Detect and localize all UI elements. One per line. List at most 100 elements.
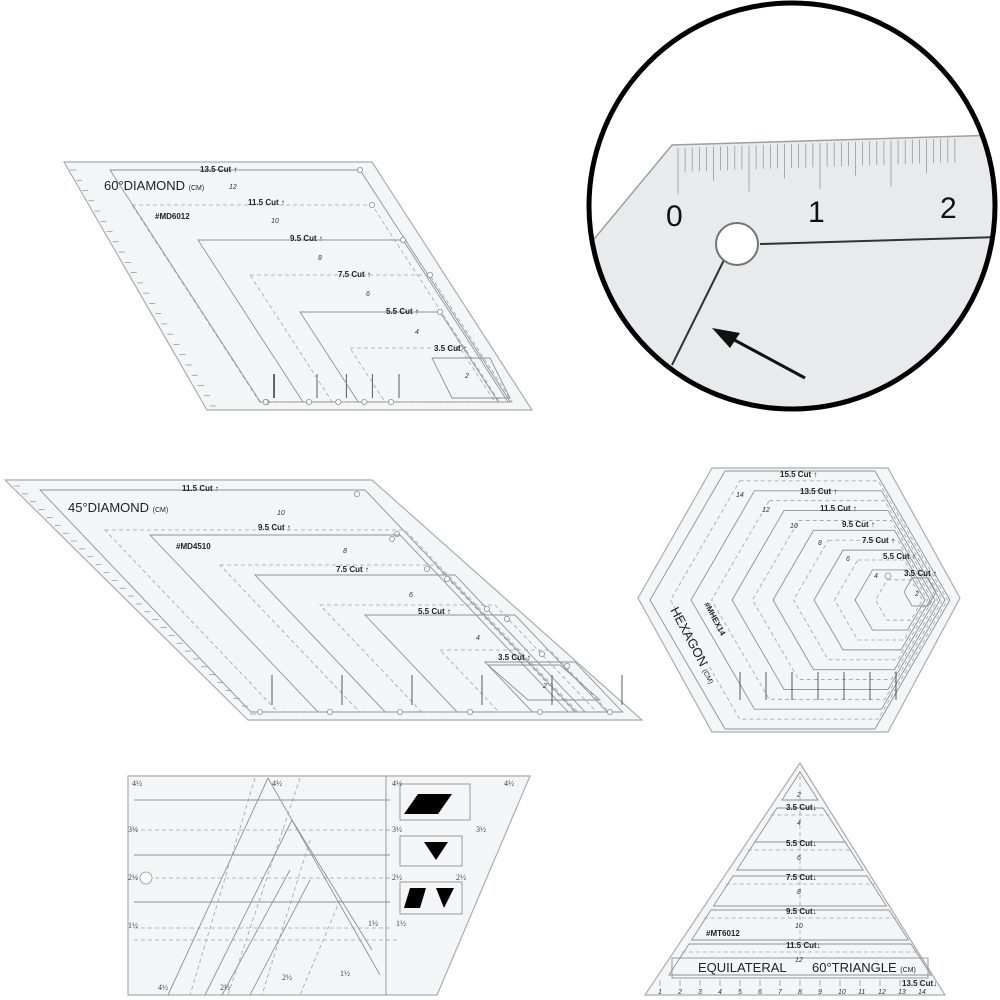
tri-scale-num-7: 7 (778, 989, 783, 996)
tri-cut-3: 7.5 Cut↓ (786, 873, 817, 882)
trap-frac-6: 3½ (392, 825, 402, 834)
trap-diag-6 (221, 869, 291, 996)
tri-scale-num-6: 6 (758, 989, 762, 996)
d60-hole-b-5 (361, 398, 368, 405)
d60-hole-4 (426, 271, 433, 278)
hex-smallest (903, 577, 937, 607)
d45-hole-5 (443, 576, 450, 583)
tri-num-4: 8 (797, 889, 801, 896)
trap-frac-15: 2½ (220, 983, 230, 992)
trap-frac-13: 1½ (396, 919, 406, 928)
trap-swatch-1 (399, 783, 471, 821)
d60-hole-b-6 (387, 398, 394, 405)
tri-scale-num-3: 3 (698, 989, 702, 996)
tri-scale-num-5: 5 (738, 989, 742, 996)
trap-frac-17: 1½ (340, 969, 350, 978)
tri-band-2 (735, 841, 865, 871)
trap-frac-3: 4½ (392, 779, 402, 788)
trap-diag-4 (267, 777, 381, 976)
d45-hole-b-6 (607, 709, 614, 716)
d60-hole-b-4 (335, 398, 342, 405)
hex-cut-2: 13.5 Cut ↑ (800, 487, 837, 496)
d45-hole-b-5 (537, 709, 544, 716)
trap-frac-11: 1½ (128, 921, 138, 930)
d45-hole-b-2 (326, 709, 333, 716)
tri-num-5: 10 (795, 923, 803, 930)
d45-num-4: 4 (476, 635, 480, 642)
tri-scale-num-4: 4 (718, 989, 722, 996)
diamond-45-ruler: 45°DIAMOND (CM) #MD4510 11.5 Cut ↑ 9.5 C… (3, 479, 644, 721)
trap-frac-7: 3½ (476, 825, 486, 834)
trap-frac-16: 2½ (282, 973, 292, 982)
hex-outline-8 (793, 539, 933, 661)
d45-cut-5: 3.5 Cut ↑ (498, 653, 531, 662)
trap-frac-12: 1½ (368, 919, 378, 928)
diamond-45-model: #MD4510 (176, 542, 211, 551)
tri-cut-2: 5.5 Cut↓ (786, 839, 817, 848)
hex-cut-7: 3.5 Cut ↑ (904, 569, 937, 578)
trap-diag-1 (167, 777, 269, 996)
tri-scale-num-11: 11 (858, 989, 865, 996)
tri-cut-4: 9.5 Cut↓ (786, 907, 817, 916)
hex-cut-4: 9.5 Cut ↑ (842, 520, 875, 529)
black-triangle-icon (424, 842, 448, 860)
trap-diag-dash-2 (227, 777, 301, 996)
tri-scale-num-10: 10 (838, 989, 846, 996)
tri-band-4 (690, 909, 910, 941)
hex-cut-1: 15.5 Cut ↑ (780, 470, 817, 479)
hex-num-1: 14 (736, 492, 744, 499)
diamond-60-title: 60°DIAMOND (CM) (104, 178, 204, 193)
d45-hole-b-3 (396, 709, 403, 716)
d45-hole-b-1 (256, 709, 263, 716)
black-halfsquare-icon-2 (436, 888, 454, 908)
hex-outline-3 (690, 490, 946, 710)
trap-diag-dash-4 (299, 899, 341, 996)
diamond-45-title: 45°DIAMOND (CM) (68, 500, 168, 515)
hex-outline-9 (813, 549, 931, 651)
d45-cut-1: 11.5 Cut ↑ (182, 484, 219, 493)
hex-num-5: 6 (846, 556, 850, 563)
tri-band-3 (712, 875, 888, 907)
tri-cut-5: 11.5 Cut↓ (786, 941, 821, 950)
tri-scale-num-1: 1 (658, 989, 662, 996)
hex-num-7: 2 (914, 591, 919, 598)
tri-scale-num-12: 12 (878, 989, 886, 996)
d45-num-5: 2 (542, 683, 547, 690)
hex-cut-6: 5.5 Cut ↑ (883, 552, 916, 561)
hex-num-6: 4 (874, 573, 878, 580)
d45-outline-4 (219, 564, 576, 713)
d60-num-1: 12 (229, 184, 237, 191)
d60-smallest (431, 357, 511, 399)
trap-diag-dash-1 (189, 777, 256, 996)
d45-outline-9 (483, 661, 624, 713)
d60-cut-6: 3.5 Cut ↑ (434, 344, 467, 353)
trap-diag-dash-3 (261, 839, 311, 996)
d45-hole-b-4 (466, 709, 473, 716)
d60-hole-6 (456, 344, 463, 351)
d60-num-2: 10 (271, 218, 279, 225)
d60-num-3: 8 (318, 255, 322, 262)
d60-cut-1: 13.5 Cut ↑ (200, 165, 237, 174)
d45-cut-2: 9.5 Cut ↑ (258, 523, 291, 532)
triangle-ruler: EQUILATERAL 60°TRIANGLE (CM) #MT6012 3.5… (643, 761, 947, 996)
d45-hole-1 (353, 490, 360, 497)
d45-num-1: 10 (277, 510, 285, 517)
tri-num-3: 6 (797, 855, 801, 862)
triangle-title: EQUILATERAL (698, 960, 787, 975)
d60-cut-4: 7.5 Cut ↑ (338, 270, 371, 279)
hexagon-ruler: HEXAGON (CM) #MHEX14 15.5 Cut ↑ 13.5 Cut… (637, 467, 961, 733)
tri-num-2: 4 (797, 820, 801, 827)
d60-hole-1 (356, 166, 363, 173)
trap-swatch-3 (399, 881, 463, 915)
hex-outline-11 (854, 569, 926, 631)
d60-cut-2: 11.5 Cut ↑ (248, 198, 285, 207)
hex-num-3: 10 (790, 523, 798, 530)
tri-scale-num-9: 9 (818, 989, 822, 996)
zoom-arrow-head (712, 328, 740, 348)
tri-scale-num-2: 2 (677, 989, 682, 996)
d60-outline-1 (109, 169, 512, 403)
trap-diag-3 (249, 879, 311, 996)
d45-hole-4 (423, 566, 430, 573)
diamond-60-ruler: 60°DIAMOND (CM) #MD6012 13.5 Cut ↑ 11.5 … (62, 161, 534, 411)
trap-frac-14: 4½ (158, 983, 168, 992)
